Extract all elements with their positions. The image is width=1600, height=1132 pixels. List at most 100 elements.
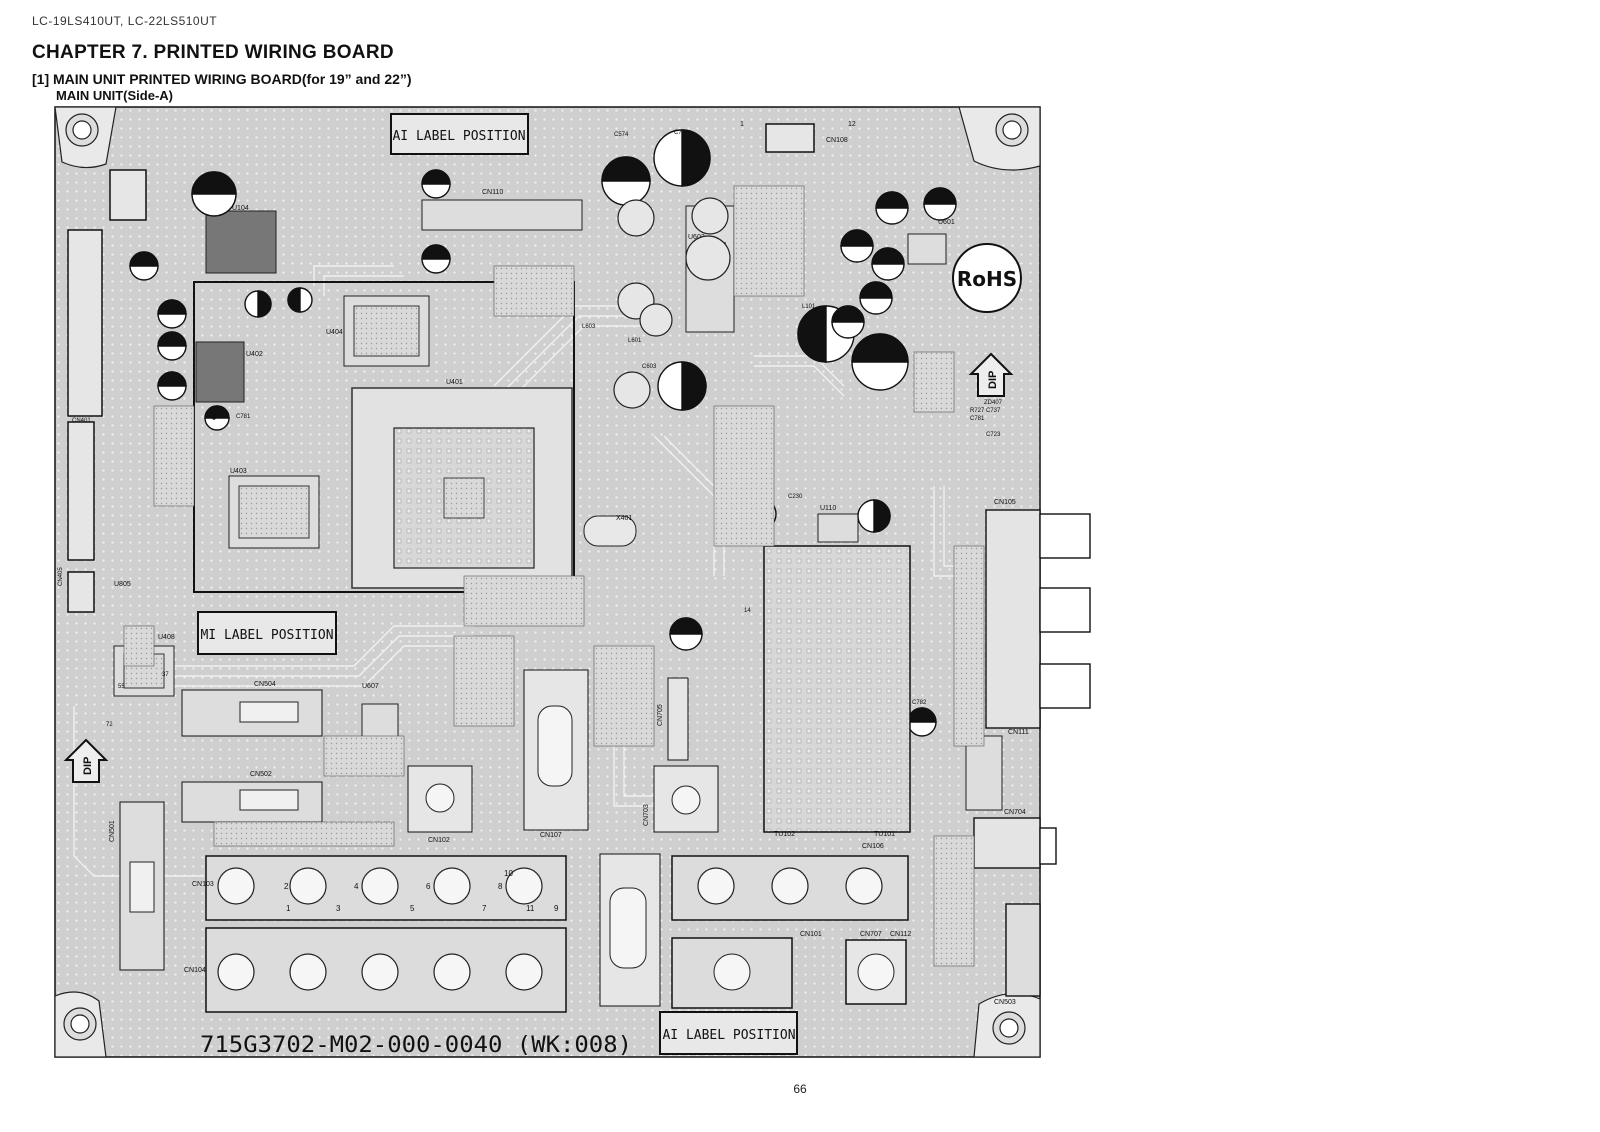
svg-text:CN501: CN501 (109, 820, 116, 842)
svg-text:CN704: CN704 (1004, 809, 1026, 816)
connector-cn405: CN405 (58, 567, 95, 613)
svg-text:ZD407: ZD407 (984, 400, 1003, 406)
svg-text:C782: C782 (912, 700, 927, 706)
svg-text:CN106: CN106 (862, 843, 884, 850)
soc-u401: U401 (193, 281, 575, 593)
svg-text:L101: L101 (802, 304, 816, 310)
svg-text:C574: C574 (614, 132, 629, 138)
svg-text:AI LABEL POSITION: AI LABEL POSITION (662, 1028, 795, 1043)
dip-arrow-right: DIP (968, 352, 1014, 397)
svg-text:37: 37 (162, 672, 169, 678)
svg-text:CN705: CN705 (657, 704, 664, 726)
svg-text:CN112: CN112 (890, 931, 911, 938)
connector-cn504: CN504 (181, 681, 323, 737)
smd-components (123, 185, 985, 967)
crystal-x401: X401 (583, 515, 637, 547)
svg-text:MI LABEL POSITION: MI LABEL POSITION (200, 628, 333, 643)
svg-text:DIP: DIP (82, 757, 94, 775)
connector-vga-bottom (599, 853, 661, 1007)
connector-cn705: CN705 (657, 677, 689, 761)
svg-text:CN502: CN502 (250, 771, 272, 778)
pcb-diagram: AI LABEL POSITION MI LABEL POSITION AI L… (54, 106, 1092, 1060)
svg-text:8: 8 (498, 882, 503, 891)
svg-text:CN102: CN102 (428, 837, 450, 844)
svg-text:CN707: CN707 (860, 931, 882, 938)
page-number: 66 (793, 1082, 807, 1096)
svg-text:CN107: CN107 (540, 832, 562, 839)
svg-text:U402: U402 (246, 351, 263, 358)
connector-cn401: CN401 (67, 229, 103, 561)
connector-cn701 (109, 169, 147, 221)
svg-text:CN103: CN103 (192, 881, 214, 888)
reference-labels: L101 L601 L603 C574 C784 C603 C781 C782 … (106, 130, 1003, 728)
svg-text:L601: L601 (628, 338, 642, 344)
svg-text:72: 72 (106, 722, 113, 728)
chapter-title: CHAPTER 7. PRINTED WIRING BOARD (32, 42, 394, 63)
section-title: [1] MAIN UNIT PRINTED WIRING BOARD(for 1… (32, 71, 412, 87)
svg-text:CN111: CN111 (1008, 729, 1029, 736)
svg-text:11: 11 (526, 904, 535, 913)
svg-text:CN105: CN105 (994, 499, 1016, 506)
svg-text:CN108: CN108 (826, 137, 848, 144)
svg-text:U805: U805 (114, 581, 131, 588)
svg-text:CN101: CN101 (800, 931, 822, 938)
svg-text:U104: U104 (232, 205, 249, 212)
svg-text:CN405: CN405 (58, 567, 64, 586)
svg-text:2: 2 (284, 882, 289, 891)
svg-text:55: 55 (118, 684, 125, 690)
connector-cn703: CN703 (643, 765, 719, 833)
connector-cn111: CN111 (965, 729, 1029, 811)
ai-label-bottom-box: AI LABEL POSITION (659, 1011, 798, 1055)
jacks-cn103-cn104: CN103 CN104 2 4 6 8 10 1 3 5 7 9 11 (184, 855, 567, 1013)
rohs-logo: RoHS (952, 243, 1022, 313)
subsection-title: MAIN UNIT(Side-A) (56, 88, 173, 103)
svg-text:C781: C781 (236, 414, 251, 420)
chip-u805: U805 (114, 581, 131, 588)
tuner-tu101: TU101 TU102 (763, 545, 911, 838)
svg-text:C723: C723 (986, 432, 1001, 438)
svg-text:CN504: CN504 (254, 681, 276, 688)
svg-text:6: 6 (426, 882, 431, 891)
svg-text:CN503: CN503 (994, 999, 1016, 1006)
connector-cn503: CN503 (994, 903, 1041, 1006)
dip-arrow-left: DIP (63, 738, 109, 783)
chip-u110: U110 (817, 505, 859, 543)
connector-cn107: CN107 (523, 669, 589, 839)
svg-text:C784: C784 (674, 130, 689, 136)
svg-text:10: 10 (504, 869, 513, 878)
capacitors (129, 129, 957, 737)
svg-text:U408: U408 (158, 634, 175, 641)
connector-cn704: CN704 (973, 809, 1057, 869)
svg-text:1: 1 (286, 904, 291, 913)
svg-text:TU101: TU101 (874, 831, 895, 838)
svg-text:R727: R727 (970, 408, 985, 414)
svg-text:U602: U602 (688, 234, 705, 241)
rca-jacks-cn105: CN105 (985, 499, 1091, 729)
ai-label-top-box: AI LABEL POSITION (390, 113, 529, 155)
svg-text:DIP: DIP (987, 371, 999, 389)
svg-text:U404: U404 (326, 329, 343, 336)
svg-text:U110: U110 (820, 505, 836, 512)
connector-cn110: CN110 (421, 189, 583, 231)
chip-u403: U403 (228, 468, 320, 549)
svg-text:12: 12 (848, 121, 856, 128)
svg-text:U403: U403 (230, 468, 247, 475)
chip-u402: U402 (195, 341, 263, 403)
connector-cn501: CN501 (109, 801, 165, 971)
svg-text:5: 5 (410, 904, 415, 913)
svg-text:TU102: TU102 (774, 831, 795, 838)
mi-label-box: MI LABEL POSITION (197, 611, 337, 655)
svg-text:CN110: CN110 (482, 189, 503, 196)
svg-text:C781: C781 (970, 416, 985, 422)
svg-text:C230: C230 (788, 494, 803, 500)
svg-text:AI LABEL POSITION: AI LABEL POSITION (392, 129, 525, 144)
svg-text:4: 4 (354, 882, 359, 891)
svg-text:CN104: CN104 (184, 967, 206, 974)
svg-text:X401: X401 (616, 515, 632, 522)
svg-text:RoHS: RoHS (957, 267, 1017, 291)
svg-text:C737: C737 (986, 408, 1001, 414)
chip-u404: U404 (326, 295, 430, 367)
jacks-cn106-cn101: CN106 CN101 CN707 CN112 (671, 843, 911, 1009)
connector-cn502: CN502 (181, 771, 323, 823)
svg-text:CN401: CN401 (72, 418, 91, 424)
